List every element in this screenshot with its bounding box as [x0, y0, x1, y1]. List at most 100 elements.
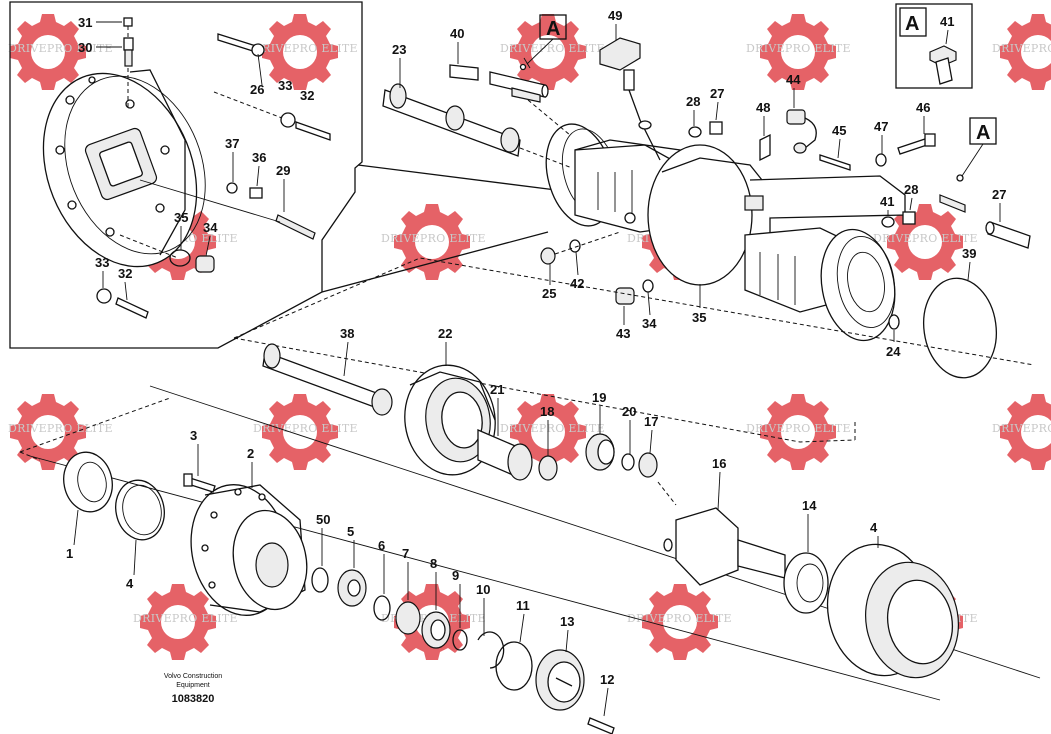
callout-28-top: 28 — [686, 94, 700, 109]
callout-3: 16 — [712, 456, 726, 471]
inset-washer-37 — [226, 182, 238, 194]
callout-44: 44 — [786, 72, 801, 87]
callout-36: 36 — [252, 150, 266, 165]
detail-inset — [9, 1, 557, 349]
pin-45 — [819, 154, 851, 171]
callout-32: 32 — [300, 88, 314, 103]
ring-gear-15 — [826, 543, 960, 679]
oring-13 — [495, 641, 533, 691]
callout-38: 24 — [886, 344, 901, 359]
callout-17: 20 — [622, 404, 636, 419]
ref-letter-a-right: A — [976, 122, 990, 144]
pin-40 — [449, 64, 549, 98]
callout-34: 34 — [203, 220, 218, 235]
bolt-2 — [183, 473, 216, 493]
inset-pin-26 — [217, 33, 265, 86]
ref-letter-a-left: A — [546, 18, 560, 40]
ring-7 — [373, 595, 391, 621]
callout-40: 40 — [450, 26, 464, 41]
callout-19: 21 — [490, 382, 504, 397]
inset-plug-34 — [195, 255, 215, 273]
callout-30: 30 — [78, 40, 92, 55]
watermark-text: DRIVEPRO ELITE — [133, 612, 238, 625]
bolt-27-right — [902, 211, 916, 225]
callout-1: 2 — [247, 446, 254, 461]
watermark-text: DRIVEPRO ELITE — [746, 422, 851, 435]
inset-plug-36 — [249, 187, 263, 199]
watermark-text: DRIVEPRO ELITE — [253, 422, 358, 435]
callout-47: 47 — [874, 119, 888, 134]
ref-box-letter-frame — [899, 7, 927, 37]
callout-29: 29 — [276, 163, 290, 178]
ring-gear-21 — [404, 364, 496, 476]
bearing-4-right — [783, 552, 829, 614]
inset-bolt-30 — [123, 37, 134, 67]
watermark-text: DRIVEPRO ELITE — [381, 232, 486, 245]
ref-box-letter: A — [905, 13, 919, 35]
callout-45: 45 — [832, 123, 846, 138]
pin-39 — [985, 221, 1031, 249]
callout-7: 6 — [378, 538, 385, 553]
callout-32-inset: 32 — [118, 266, 132, 281]
bearing-4-left — [63, 451, 113, 513]
callout-39: 27 — [992, 187, 1006, 202]
callout-22: 38 — [340, 326, 354, 341]
bolt-46 — [897, 133, 936, 155]
snap-ring-11 — [477, 631, 505, 669]
inset-screw-29 — [275, 214, 316, 240]
callout-24: 35 — [692, 310, 706, 325]
callout-31: 31 — [78, 15, 92, 30]
plug-42 — [540, 247, 556, 265]
callout-27-top: 27 — [710, 86, 724, 101]
watermark-text: DRIVEPRO ELITE — [627, 612, 732, 625]
callout-21: 22 — [438, 326, 452, 341]
footer-caption: Volvo Construction Equipment 1083820 — [164, 673, 222, 705]
callout-12: 13 — [560, 614, 574, 629]
carrier-19 — [477, 429, 533, 481]
watermark-text: DRIVEPRO ELITE — [253, 42, 358, 55]
watermark-text: DRIVEPRO ELITE — [8, 42, 113, 55]
hub-1 — [190, 484, 308, 616]
callout-49: 49 — [608, 8, 622, 23]
ring-17 — [621, 453, 635, 471]
callout-13: 11 — [516, 598, 530, 613]
callout-10: 9 — [452, 568, 459, 583]
oring-35-housing — [642, 279, 654, 293]
oring-43 — [569, 239, 581, 253]
callout-46: 46 — [916, 100, 930, 115]
callout-43: 42 — [570, 276, 584, 291]
ref-box-41 — [895, 3, 973, 89]
shaft-22 — [262, 343, 393, 416]
bolt-41-icon — [929, 45, 957, 85]
inset-oring-35 — [169, 249, 191, 267]
seal-50 — [115, 479, 165, 541]
watermark-text: DRIVEPRO ELITE — [992, 422, 1051, 435]
inset-bolt-33-32 — [213, 91, 331, 141]
bracket-a-right — [939, 174, 966, 213]
callout-33: 33 — [278, 78, 292, 93]
callout-42: 25 — [542, 286, 556, 301]
washer-28-top — [688, 126, 702, 138]
watermark-text: DRIVEPRO ELITE — [8, 422, 113, 435]
callout-4-right: 14 — [802, 498, 817, 513]
sun-gear-20 — [538, 455, 558, 481]
nut-6 — [337, 569, 367, 607]
callout-9: 8 — [430, 556, 437, 571]
ring-10 — [452, 629, 468, 651]
callout-27-right: 28 — [904, 182, 918, 197]
callout-37: 37 — [225, 136, 239, 151]
callout-35-housing: 34 — [642, 316, 657, 331]
inset-hub — [42, 69, 206, 268]
watermark-text: DRIVEPRO ELITE — [873, 232, 978, 245]
ref-box-number: 41 — [940, 14, 954, 29]
watermark-text: DRIVEPRO ELITE — [992, 42, 1051, 55]
callout-15: 4 — [870, 520, 878, 535]
footer-line-2: Equipment — [176, 682, 210, 689]
callout-20: 18 — [540, 404, 554, 419]
spindle-3 — [663, 507, 786, 586]
callout-50: 4 — [126, 576, 134, 591]
axle-housing-24 — [545, 123, 906, 342]
washer-28-right — [881, 216, 895, 228]
callout-2: 3 — [190, 428, 197, 443]
